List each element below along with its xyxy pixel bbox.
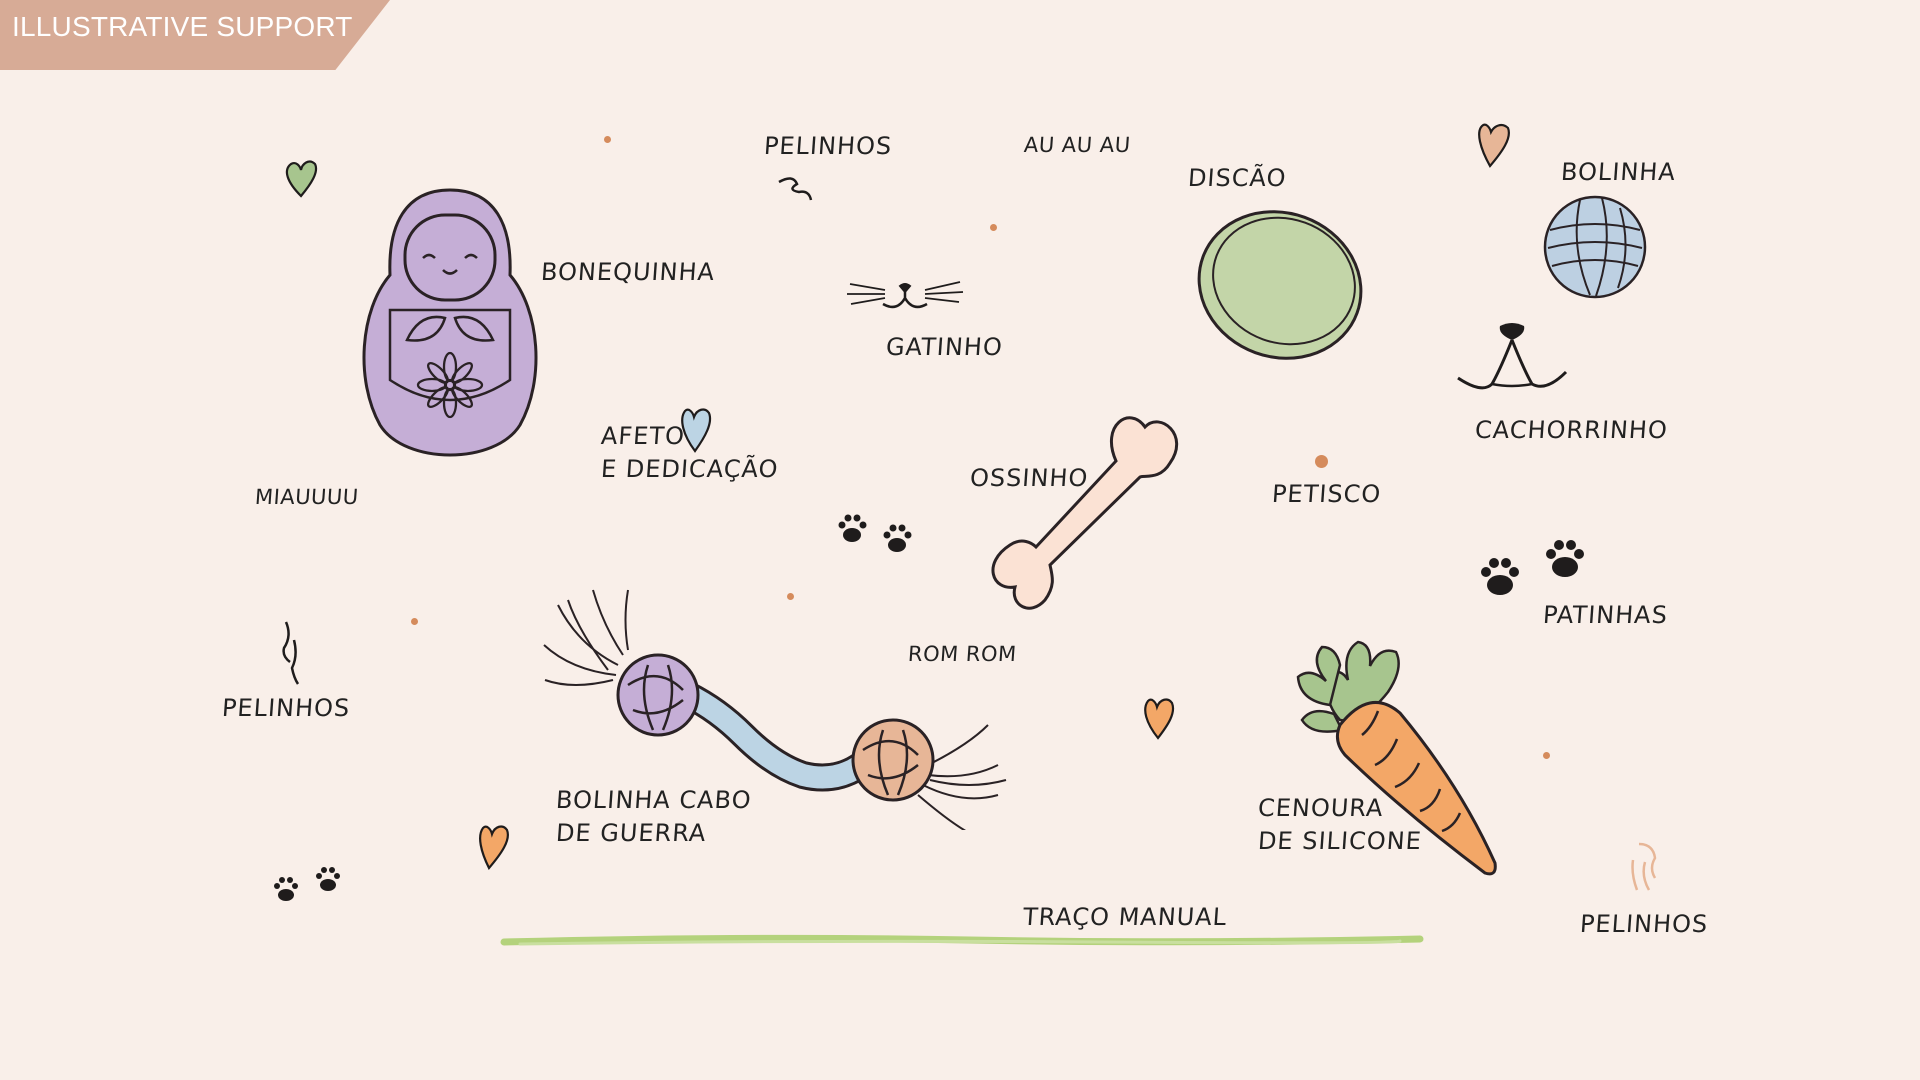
label-pelinhos-top: PELINHOS bbox=[763, 132, 894, 160]
heart-icon bbox=[479, 825, 509, 870]
hair-strand-icon bbox=[282, 621, 300, 685]
label-pelinhos-right: PELINHOS bbox=[1579, 910, 1710, 938]
label-bolinha: BOLINHA bbox=[1560, 158, 1677, 186]
hair-strand-icon bbox=[1631, 842, 1657, 891]
paw-prints-icon bbox=[274, 867, 340, 901]
decor-dot bbox=[1315, 455, 1328, 468]
heart-icon bbox=[1144, 698, 1175, 740]
header-tab: ILLUSTRATIVE SUPPORT bbox=[0, 0, 390, 70]
paw-prints-icon bbox=[838, 514, 912, 552]
label-gatinho: GATINHO bbox=[885, 333, 1004, 361]
decor-dot bbox=[787, 593, 794, 600]
header-tab-label: ILLUSTRATIVE SUPPORT bbox=[12, 11, 353, 42]
heart-icon bbox=[681, 408, 712, 453]
heart-icon bbox=[285, 160, 318, 198]
matryoshka-doll-icon bbox=[362, 188, 538, 457]
dog-nose-icon bbox=[1457, 323, 1568, 390]
bone-icon bbox=[991, 416, 1179, 610]
label-bonequinha: BONEQUINHA bbox=[540, 258, 716, 286]
label-afeto-line1: AFETO bbox=[600, 422, 686, 450]
label-discao: DISCÃO bbox=[1187, 164, 1288, 192]
hair-strand-icon bbox=[778, 177, 813, 201]
carrot-icon bbox=[1296, 640, 1497, 876]
cat-face-icon bbox=[847, 281, 964, 309]
label-traco-manual: TRAÇO MANUAL bbox=[1022, 903, 1229, 931]
label-cachorrinho: CACHORRINHO bbox=[1474, 416, 1669, 444]
disc-toy-icon bbox=[1197, 210, 1363, 360]
paw-prints-icon bbox=[1481, 540, 1584, 595]
label-pelinhos-left: PELINHOS bbox=[221, 694, 352, 722]
decor-dot bbox=[1543, 752, 1550, 759]
rope-toy-icon bbox=[543, 589, 1007, 830]
decor-dot bbox=[604, 136, 611, 143]
heart-icon bbox=[1478, 123, 1510, 168]
label-miauuuu: MIAUUUU bbox=[254, 485, 360, 509]
yarn-ball-icon bbox=[1543, 195, 1647, 299]
decor-dot bbox=[990, 224, 997, 231]
label-afeto-line2: E DEDICAÇÃO bbox=[600, 455, 780, 483]
label-au-au: AU AU AU bbox=[1023, 133, 1132, 157]
hand-drawn-stroke bbox=[500, 934, 1424, 946]
label-petisco: PETISCO bbox=[1271, 480, 1383, 508]
decor-dot bbox=[411, 618, 418, 625]
